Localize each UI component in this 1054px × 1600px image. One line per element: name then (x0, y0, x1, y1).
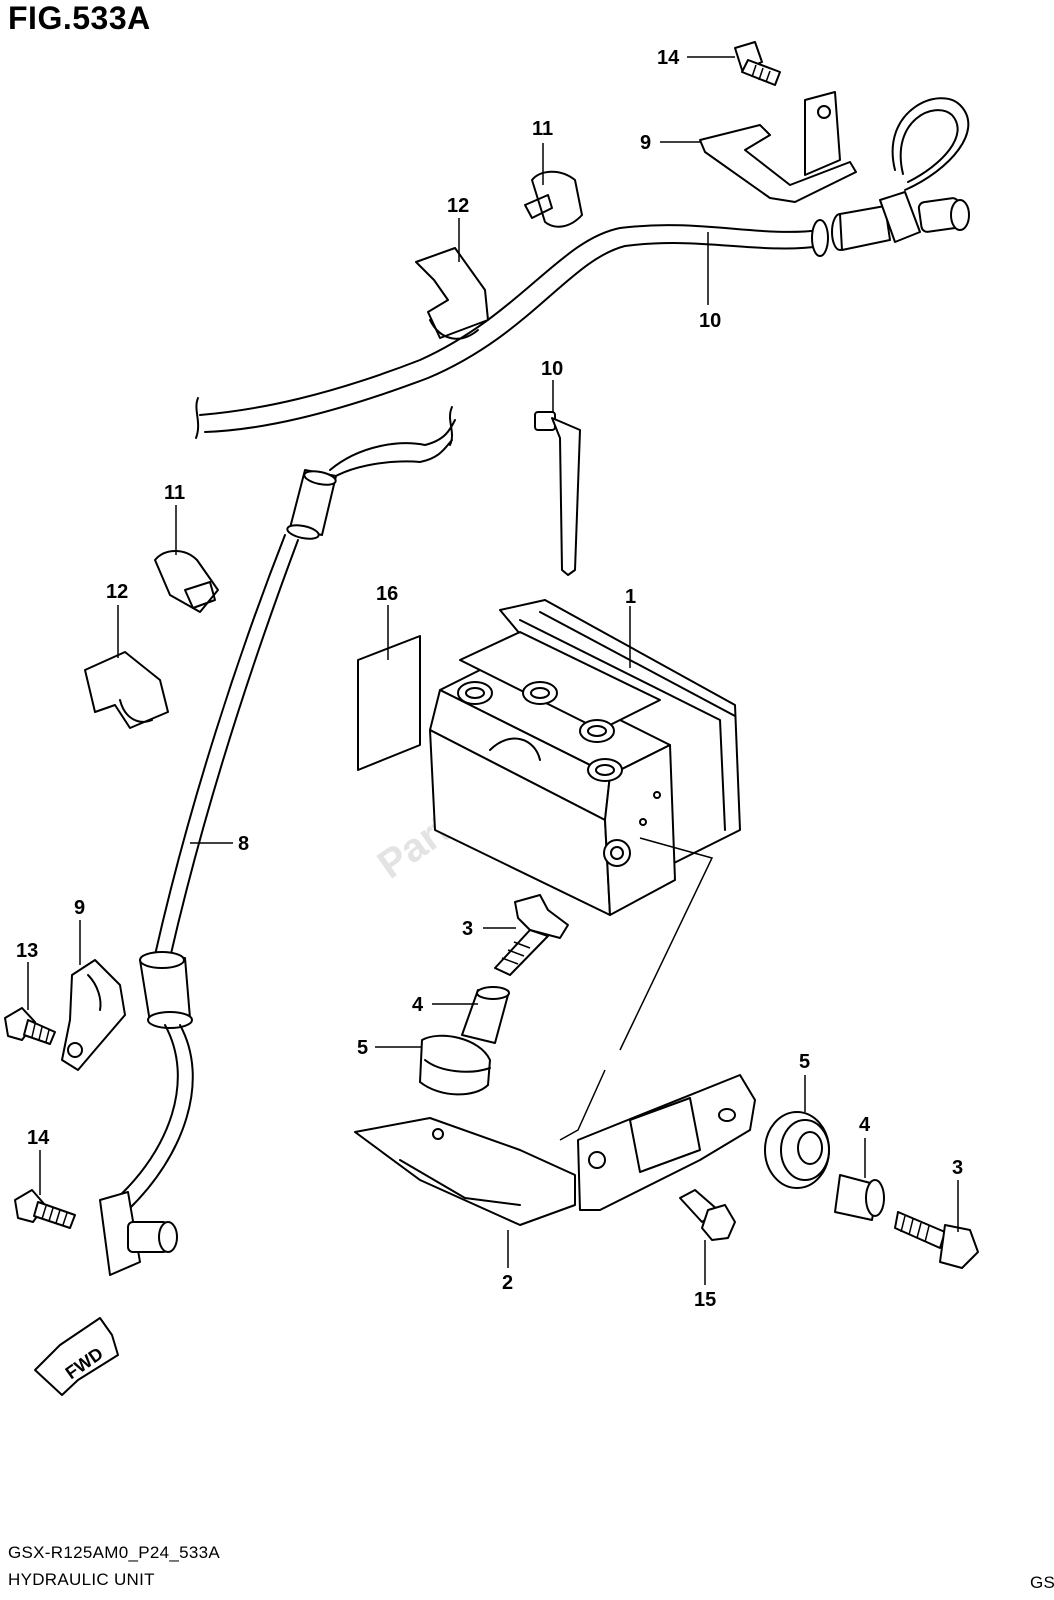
callout-1: 1 (625, 586, 636, 608)
part-11-clamp-mid (154, 550, 219, 613)
leader-lines (27, 56, 959, 1285)
fwd-arrow-icon: FWD (34, 1317, 119, 1396)
callout-12-top: 12 (447, 195, 469, 217)
callout-labels: 14 9 11 12 10 10 11 12 16 1 8 9 13 3 4 5… (16, 47, 963, 1311)
part-3-bolt-center (494, 894, 569, 976)
part-14-bolt-lower (14, 1189, 76, 1229)
part-15-bolt (679, 1189, 736, 1241)
callout-11-mid: 11 (164, 482, 185, 504)
callout-16: 16 (376, 583, 398, 605)
figure-title: FIG.533A (8, 0, 151, 36)
callout-3-right: 3 (952, 1157, 963, 1179)
callout-6: 8 (238, 833, 249, 855)
callout-5-center: 5 (357, 1037, 368, 1059)
callout-13: 13 (16, 940, 38, 962)
part-12-clamp-mid (84, 651, 169, 729)
callout-4-right: 4 (859, 1114, 871, 1136)
part-10-cable-tie (534, 411, 581, 576)
figure-caption: HYDRAULIC UNIT (8, 1570, 155, 1589)
callout-11-top: 11 (532, 118, 553, 140)
callout-14-top: 14 (657, 47, 680, 69)
part-4-collar-center (461, 986, 510, 1044)
part-14-bolt-top (734, 41, 781, 86)
part-4-collar-right (834, 1174, 885, 1221)
part-5-grommet-center (419, 1034, 491, 1096)
part-3-bolt-right (894, 1211, 979, 1269)
part-11-clamp-top (524, 170, 583, 228)
callout-15: 15 (694, 1289, 716, 1311)
part-13-bolt (4, 1007, 56, 1045)
callout-9: 9 (640, 132, 651, 154)
callout-14-lower: 14 (27, 1127, 50, 1149)
callout-12-mid: 12 (106, 581, 128, 603)
callout-3-center: 3 (462, 918, 473, 940)
part-7-clamp (61, 959, 126, 1071)
part-12-clamp-top (415, 247, 489, 340)
figure-code: GSX-R125AM0_P24_533A (8, 1543, 221, 1562)
corner-code: GS (1030, 1573, 1054, 1592)
part-1-hydraulic-unit (429, 599, 741, 916)
callout-7: 9 (74, 897, 85, 919)
part-2-bracket (354, 1074, 756, 1226)
part-5-grommet-right (764, 1111, 830, 1189)
callout-2: 2 (502, 1272, 513, 1294)
callout-4-center: 4 (412, 994, 424, 1016)
callout-8: 10 (699, 310, 721, 332)
callout-10: 10 (541, 358, 563, 380)
part-8-sensor-cable-rear (195, 97, 970, 446)
part-6-sensor-cable-front (99, 419, 456, 1276)
callout-5-right: 5 (799, 1051, 810, 1073)
part-9-bracket (699, 91, 857, 203)
part-16-label (357, 635, 421, 771)
